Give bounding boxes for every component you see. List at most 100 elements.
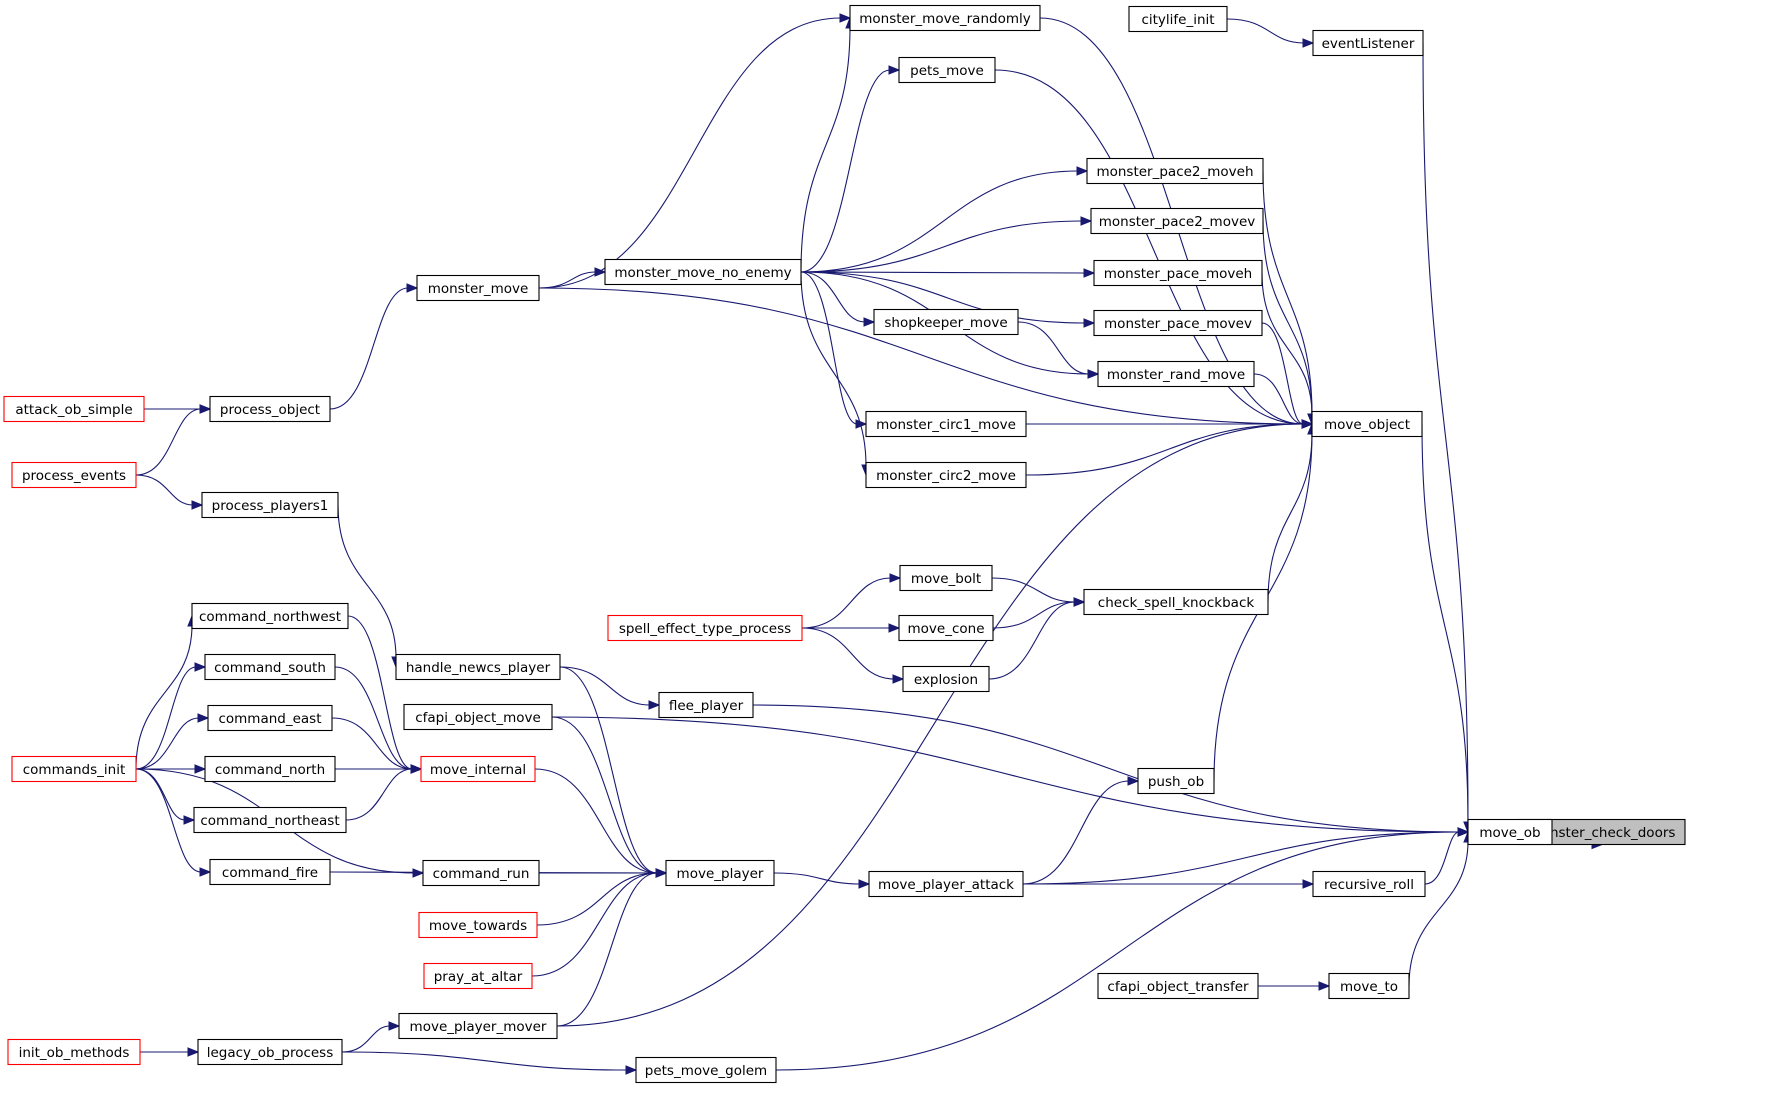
arrowhead-icon — [888, 623, 901, 633]
node-handle_newcs_player[interactable]: handle_newcs_player — [395, 653, 561, 681]
node-label: monster_rand_move — [1107, 367, 1245, 383]
node-command_east[interactable]: command_east — [207, 704, 333, 732]
node-monster_move_no_enemy[interactable]: monster_move_no_enemy — [604, 258, 802, 286]
node-label: spell_effect_type_process — [619, 621, 791, 637]
node-process_object[interactable]: process_object — [209, 395, 331, 423]
node-commands_init[interactable]: commands_init — [11, 755, 137, 783]
node-eventListener[interactable]: eventListener — [1312, 29, 1424, 57]
node-pets_move[interactable]: pets_move — [898, 56, 996, 84]
node-pets_move_golem[interactable]: pets_move_golem — [635, 1056, 777, 1084]
node-move_towards[interactable]: move_towards — [418, 911, 538, 939]
node-move_object[interactable]: move_object — [1311, 410, 1423, 438]
node-box — [1083, 588, 1269, 616]
node-flee_player[interactable]: flee_player — [658, 691, 754, 719]
edge-line — [1022, 831, 1460, 885]
edge-monster_move-to-monster_move_no_enemy — [538, 267, 607, 289]
edge-process_events-to-process_players1 — [135, 474, 204, 510]
node-move_player_mover[interactable]: move_player_mover — [398, 1012, 558, 1040]
arrowhead-icon — [191, 500, 204, 510]
node-cfapi_object_move[interactable]: cfapi_object_move — [403, 703, 553, 731]
node-move_to[interactable]: move_to — [1328, 972, 1410, 1000]
node-box — [1093, 309, 1263, 337]
node-process_events[interactable]: process_events — [11, 461, 137, 489]
node-recursive_roll[interactable]: recursive_roll — [1312, 870, 1426, 898]
node-monster_pace_moveh[interactable]: monster_pace_moveh — [1093, 259, 1263, 287]
node-monster_circ1_move[interactable]: monster_circ1_move — [865, 410, 1027, 438]
arrowhead-icon — [655, 868, 668, 878]
node-box — [11, 755, 137, 783]
node-command_fire[interactable]: command_fire — [209, 858, 331, 886]
node-monster_move[interactable]: monster_move — [416, 274, 540, 302]
edge-line — [800, 271, 1086, 324]
arrowhead-icon — [199, 404, 212, 414]
node-label: move_player_mover — [410, 1019, 547, 1035]
node-label: eventListener — [1322, 36, 1415, 52]
node-move_cone[interactable]: move_cone — [898, 614, 994, 642]
arrowhead-icon — [1302, 879, 1315, 889]
node-cfapi_object_transfer[interactable]: cfapi_object_transfer — [1097, 972, 1259, 1000]
arrowhead-icon — [406, 283, 419, 293]
node-monster_circ2_move[interactable]: monster_circ2_move — [865, 461, 1027, 489]
node-label: monster_pace_movev — [1104, 316, 1252, 332]
node-label: recursive_roll — [1324, 877, 1414, 893]
edge-line — [1267, 432, 1313, 603]
edge-command_northeast-to-move_internal — [345, 764, 423, 821]
node-monster_pace2_moveh[interactable]: monster_pace2_moveh — [1086, 157, 1264, 185]
edge-move_player_mover-to-move_player — [556, 868, 668, 1027]
node-citylife_init[interactable]: citylife_init — [1128, 5, 1228, 33]
node-command_run[interactable]: command_run — [422, 859, 540, 887]
node-command_south[interactable]: command_south — [204, 653, 336, 681]
node-init_ob_methods[interactable]: init_ob_methods — [7, 1038, 141, 1066]
edge-line — [1226, 18, 1305, 44]
node-label: move_cone — [908, 621, 985, 637]
node-pray_at_altar[interactable]: pray_at_altar — [423, 962, 533, 990]
edge-line — [531, 872, 658, 977]
node-move_player_attack[interactable]: move_player_attack — [868, 870, 1024, 898]
arrowhead-icon — [1087, 369, 1100, 379]
node-move_ob[interactable]: move_ob — [1467, 818, 1553, 846]
node-box — [204, 653, 336, 681]
node-legacy_ob_process[interactable]: legacy_ob_process — [197, 1038, 343, 1066]
edge-monster_pace_moveh-to-move_object — [1261, 272, 1317, 426]
edge-line — [1025, 423, 1304, 476]
edge-line — [801, 577, 892, 629]
node-push_ob[interactable]: push_ob — [1137, 767, 1215, 795]
node-explosion[interactable]: explosion — [902, 665, 990, 693]
arrowhead-icon — [1457, 827, 1470, 837]
arrowhead-icon — [1073, 597, 1086, 607]
node-process_players1[interactable]: process_players1 — [201, 491, 339, 519]
node-label: monster_check_doors — [1529, 825, 1676, 841]
node-move_internal[interactable]: move_internal — [420, 755, 536, 783]
edge-line — [334, 666, 413, 770]
node-move_bolt[interactable]: move_bolt — [899, 564, 993, 592]
node-label: command_northwest — [199, 609, 341, 625]
edge-process_players1-to-handle_newcs_player — [337, 504, 401, 669]
node-shopkeeper_move[interactable]: shopkeeper_move — [873, 308, 1019, 336]
edge-line — [559, 666, 658, 874]
edge-move_player-to-move_player_attack — [773, 872, 871, 889]
node-command_northeast[interactable]: command_northeast — [193, 806, 347, 834]
node-monster_rand_move[interactable]: monster_rand_move — [1097, 360, 1255, 388]
node-box — [1093, 259, 1263, 287]
node-command_northwest[interactable]: command_northwest — [191, 602, 349, 630]
node-move_player[interactable]: move_player — [665, 859, 775, 887]
edge-citylife_init-to-eventListener — [1226, 18, 1315, 48]
node-label: process_events — [22, 468, 126, 484]
node-label: monster_pace_moveh — [1104, 266, 1252, 282]
node-box — [7, 1038, 141, 1066]
node-command_north[interactable]: command_north — [204, 755, 336, 783]
node-monster_pace_movev[interactable]: monster_pace_movev — [1093, 309, 1263, 337]
node-box — [204, 755, 336, 783]
node-monster_pace2_movev[interactable]: monster_pace2_movev — [1090, 207, 1264, 235]
node-check_spell_knockback[interactable]: check_spell_knockback — [1083, 588, 1269, 616]
node-label: monster_move_randomly — [859, 11, 1030, 27]
arrowhead-icon — [839, 13, 852, 23]
edge-move_object-to-move_ob — [1421, 423, 1473, 834]
node-spell_effect_type_process[interactable]: spell_effect_type_process — [607, 614, 803, 642]
node-monster_move_randomly[interactable]: monster_move_randomly — [849, 4, 1041, 32]
node-box — [873, 308, 1019, 336]
node-box — [420, 755, 536, 783]
node-attack_ob_simple[interactable]: attack_ob_simple — [3, 395, 145, 423]
node-label: legacy_ob_process — [207, 1045, 334, 1061]
arrowhead-icon — [197, 713, 210, 723]
